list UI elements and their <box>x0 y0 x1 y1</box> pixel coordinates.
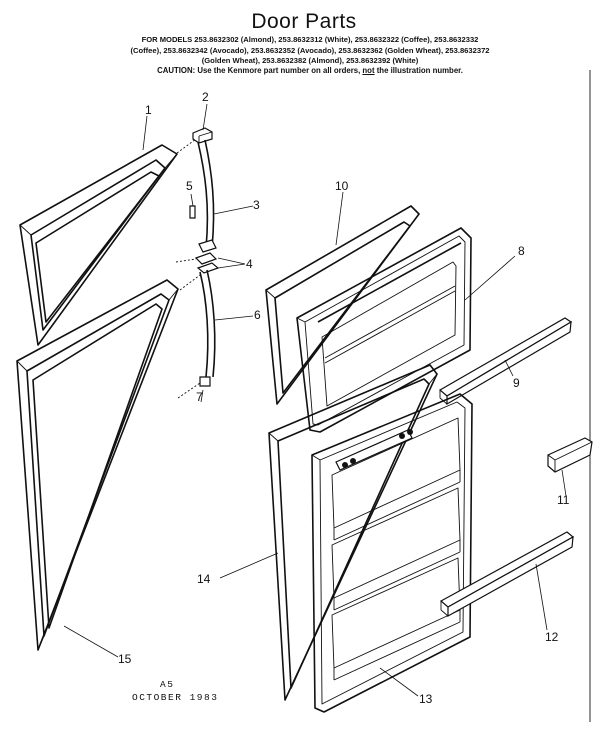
page-title: Door Parts <box>251 10 357 33</box>
freezer-door-liner-part-8 <box>297 228 471 432</box>
caution-text-underlined: not <box>362 66 375 75</box>
model-list: FOR MODELS 253.8632302 (Almond), 253.863… <box>70 35 550 67</box>
door-shelf-rail-part-9 <box>440 318 571 404</box>
caution-note: CAUTION: Use the Kenmore part number on … <box>80 66 540 75</box>
model-list-line-3: (Golden Wheat), 253.8632382 (Almond), 25… <box>201 56 419 66</box>
upper-door-handle-part-3 <box>198 140 216 252</box>
callout-7: 7 <box>196 390 203 404</box>
callout-15: 15 <box>118 652 132 666</box>
freezer-liner-gasket-part-10 <box>266 206 419 404</box>
model-list-line-1: FOR MODELS 253.8632302 (Almond), 253.863… <box>141 35 479 44</box>
callout-1: 1 <box>145 103 152 117</box>
callout-11: 11 <box>557 493 570 507</box>
mounting-guide-lines <box>176 139 200 398</box>
callout-10: 10 <box>335 179 349 193</box>
handle-trim-part-4 <box>196 253 218 273</box>
caution-text-before: CAUTION: Use the Kenmore part number on … <box>157 66 363 75</box>
door-shelf-rail-part-12 <box>441 532 573 616</box>
upper-hinge-bracket-part-2 <box>193 128 212 143</box>
callout-9: 9 <box>513 376 520 390</box>
callout-8: 8 <box>518 244 525 258</box>
callout-13: 13 <box>419 692 433 706</box>
callout-2: 2 <box>202 90 209 104</box>
handle-screw-part-5 <box>190 206 195 218</box>
callout-6: 6 <box>254 308 261 322</box>
footer-code: A5 <box>160 679 175 690</box>
footer-date: OCTOBER 1983 <box>132 692 219 703</box>
fresh-food-door-liner-part-13 <box>312 394 472 712</box>
callout-leader-lines <box>64 104 566 696</box>
lower-end-cap-part-7 <box>200 377 210 386</box>
lower-door-handle-part-6 <box>200 270 215 377</box>
freezer-door-gasket-part-1 <box>20 145 177 345</box>
fresh-food-door-gasket-part-15 <box>17 280 178 650</box>
callout-5: 5 <box>186 179 193 193</box>
model-list-line-2: (Coffee), 253.8632342 (Avocado), 253.863… <box>130 45 490 55</box>
shelf-end-cap-part-11 <box>548 438 592 472</box>
callout-14: 14 <box>197 572 211 586</box>
callout-12: 12 <box>545 630 559 644</box>
caution-text-after: the illustration number. <box>374 66 463 75</box>
fresh-food-liner-gasket-part-14 <box>269 365 437 700</box>
footer-stamp: A5 OCTOBER 1983 <box>132 678 218 704</box>
callout-4: 4 <box>246 257 253 271</box>
callout-3: 3 <box>253 198 260 212</box>
